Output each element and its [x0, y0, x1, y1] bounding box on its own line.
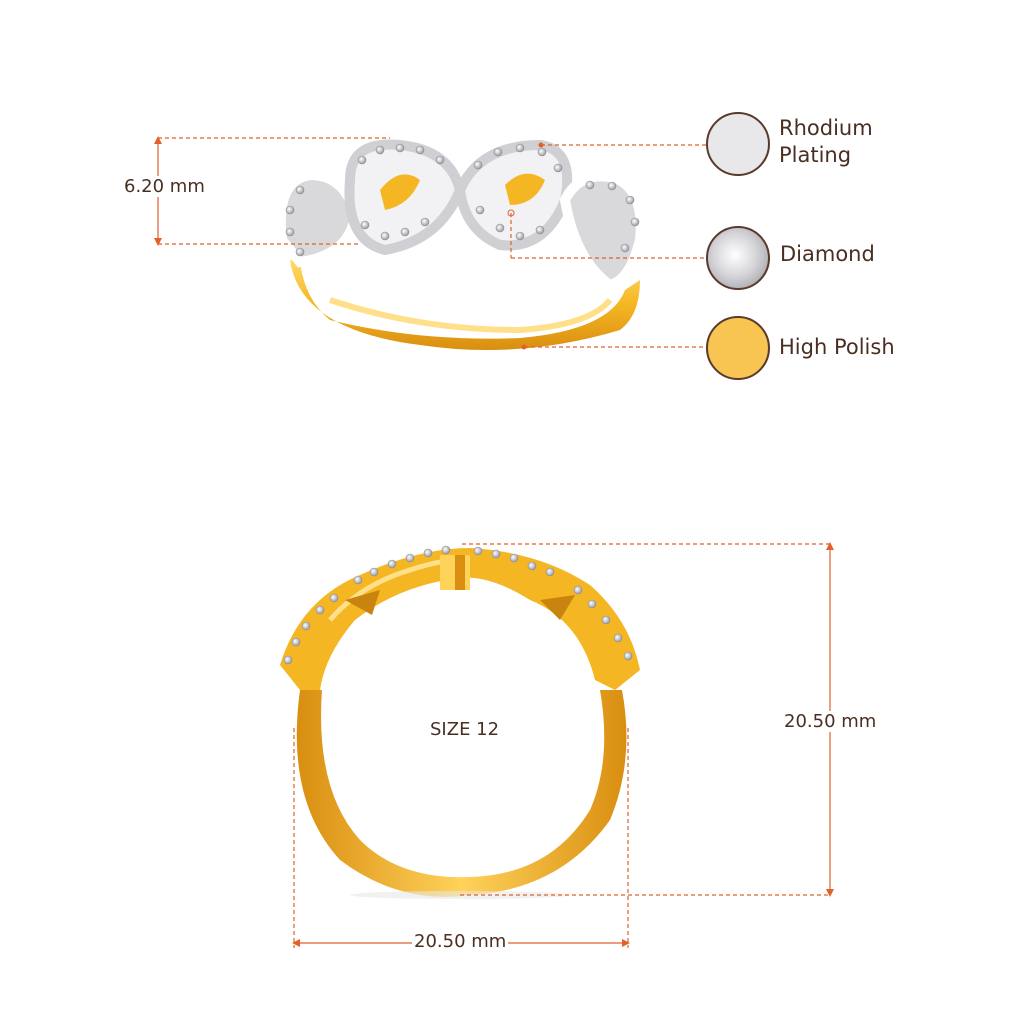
rhodium-label-line1: Rhodium [779, 116, 873, 140]
high-polish-swatch-icon [706, 316, 770, 380]
side-dimension-guides [293, 543, 831, 948]
rhodium-swatch-icon [706, 112, 770, 176]
top-loop-left [275, 169, 361, 268]
height-side-label: 20.50 mm [782, 711, 879, 732]
rhodium-label: Rhodium Plating [779, 115, 873, 169]
ring-head [280, 548, 640, 690]
height-top-label: 6.20 mm [122, 176, 207, 197]
rhodium-label-line2: Plating [779, 143, 852, 167]
width-bottom-label: 20.50 mm [412, 931, 509, 952]
top-loop-right [559, 171, 646, 291]
diamond-label: Diamond [780, 242, 875, 266]
ring-size-label: SIZE 12 [428, 719, 502, 740]
diamond-swatch-icon [706, 226, 770, 290]
ring-side-view [280, 545, 640, 899]
ring-top-view [275, 139, 646, 350]
top-dimension-guides [157, 137, 706, 348]
high-polish-label: High Polish [779, 335, 895, 359]
